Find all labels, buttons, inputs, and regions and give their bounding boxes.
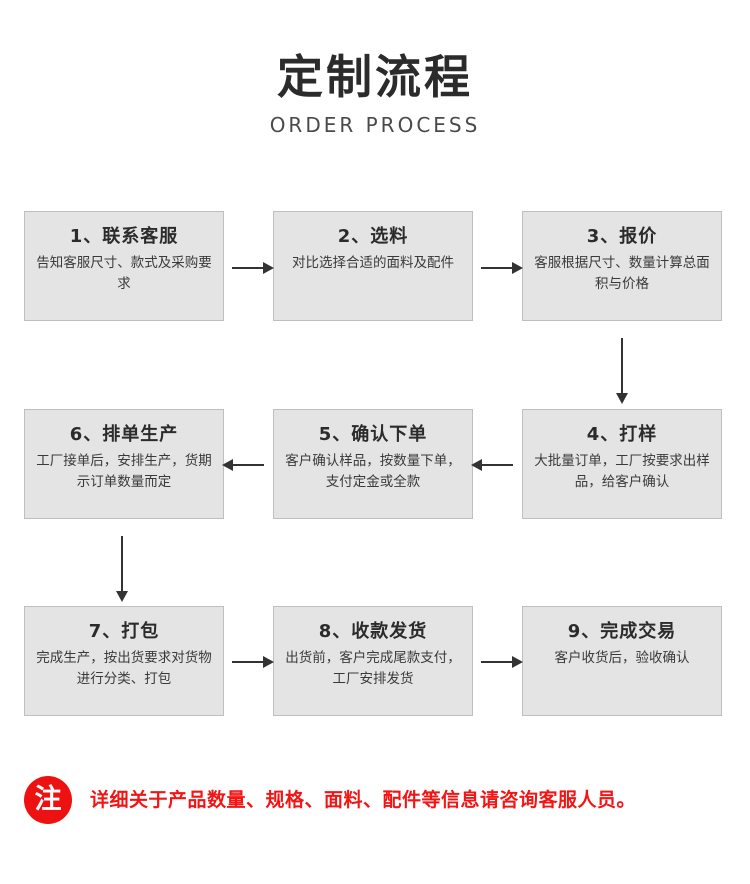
flow-step-1: 1、联系客服 告知客服尺寸、款式及采购要求 xyxy=(24,211,224,321)
arrow-down-icon-step6-step7 xyxy=(116,536,128,602)
flow-step-description: 大批量订单，工厂按要求出样品，给客户确认 xyxy=(534,453,710,490)
flow-step-title: 4、打样 xyxy=(586,424,658,445)
flow-step-description: 工厂接单后，安排生产，货期示订单数量而定 xyxy=(36,453,212,490)
flow-step-8: 8、收款发货 出货前，客户完成尾款支付，工厂安排发货 xyxy=(273,606,473,716)
flow-step-description: 客户收货后，验收确认 xyxy=(554,650,690,666)
arrow-right-icon-step2-step3 xyxy=(481,262,523,274)
flow-step-9: 9、完成交易 客户收货后，验收确认 xyxy=(522,606,722,716)
flow-step-description: 客户确认样品，按数量下单，支付定金或全款 xyxy=(285,453,461,490)
flow-step-description: 出货前，客户完成尾款支付，工厂安排发货 xyxy=(285,650,461,687)
flow-step-title: 1、联系客服 xyxy=(69,226,179,247)
flow-step-4: 4、打样 大批量订单，工厂按要求出样品，给客户确认 xyxy=(522,409,722,519)
arrow-down-icon-step3-step4 xyxy=(616,338,628,404)
flow-row-3: 7、打包 完成生产，按出货要求对货物进行分类、打包 8、收款发货 出货前，客户完… xyxy=(24,606,722,716)
flow-step-3: 3、报价 客服根据尺寸、数量计算总面积与价格 xyxy=(522,211,722,321)
flow-step-6: 6、排单生产 工厂接单后，安排生产，货期示订单数量而定 xyxy=(24,409,224,519)
flow-step-description: 客服根据尺寸、数量计算总面积与价格 xyxy=(534,255,710,292)
flow-step-description: 完成生产，按出货要求对货物进行分类、打包 xyxy=(36,650,212,687)
flow-row-2: 6、排单生产 工厂接单后，安排生产，货期示订单数量而定 5、确认下单 客户确认样… xyxy=(24,409,722,519)
flow-step-7: 7、打包 完成生产，按出货要求对货物进行分类、打包 xyxy=(24,606,224,716)
flow-row-1: 1、联系客服 告知客服尺寸、款式及采购要求 2、选料 对比选择合适的面料及配件 … xyxy=(24,211,722,321)
flow-step-title: 5、确认下单 xyxy=(318,424,428,445)
flow-step-title: 6、排单生产 xyxy=(69,424,179,445)
flow-step-title: 8、收款发货 xyxy=(318,621,428,642)
flow-step-description: 对比选择合适的面料及配件 xyxy=(292,255,454,271)
flow-step-title: 7、打包 xyxy=(88,621,160,642)
flow-step-5: 5、确认下单 客户确认样品，按数量下单，支付定金或全款 xyxy=(273,409,473,519)
flow-step-title: 9、完成交易 xyxy=(567,621,677,642)
page-header: 定制流程 ORDER PROCESS xyxy=(0,48,750,138)
flow-step-title: 3、报价 xyxy=(586,226,658,247)
page-title: 定制流程 xyxy=(277,50,473,104)
flow-step-description: 告知客服尺寸、款式及采购要求 xyxy=(36,255,212,292)
arrow-left-icon-step5-step6 xyxy=(222,459,264,471)
flow-step-2: 2、选料 对比选择合适的面料及配件 xyxy=(273,211,473,321)
arrow-right-icon-step8-step9 xyxy=(481,656,523,668)
arrow-left-icon-step4-step5 xyxy=(471,459,513,471)
footer-note: 注 详细关于产品数量、规格、面料、配件等信息请咨询客服人员。 xyxy=(24,765,726,835)
page-subtitle: ORDER PROCESS xyxy=(269,113,481,137)
flow-step-title: 2、选料 xyxy=(337,226,409,247)
arrow-right-icon-step1-step2 xyxy=(232,262,274,274)
note-text: 详细关于产品数量、规格、面料、配件等信息请咨询客服人员。 xyxy=(90,789,637,811)
arrow-right-icon-step7-step8 xyxy=(232,656,274,668)
note-badge-icon: 注 xyxy=(24,776,72,824)
